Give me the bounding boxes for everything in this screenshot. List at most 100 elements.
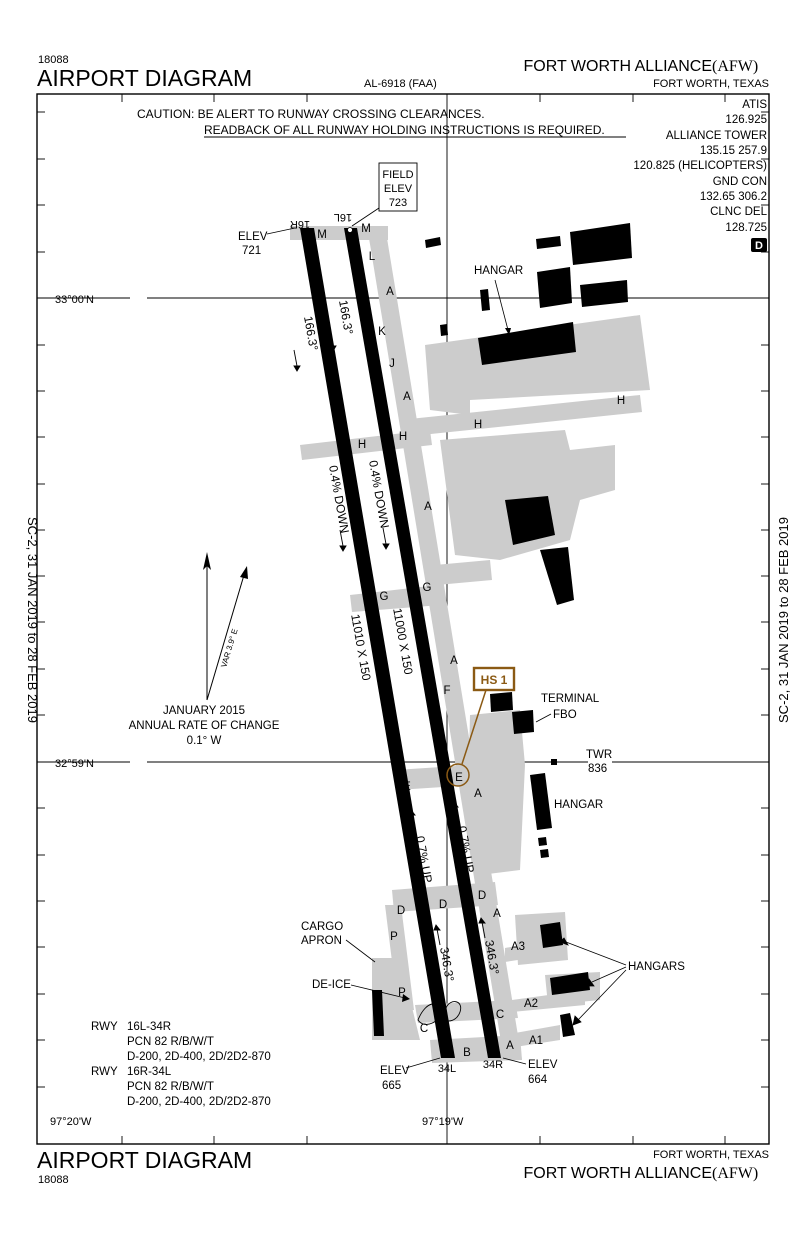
rwy-heading-east-south: 346.3°: [482, 939, 502, 976]
taxiway-label-d3: D: [439, 899, 447, 911]
grid-labels: 33°00'N 32°59'N 97°20'W 97°19'W: [50, 294, 464, 1128]
label-cargo: CARGO: [301, 921, 343, 933]
runway-end-16l: 16L: [334, 211, 352, 223]
label-apron: APRON: [301, 935, 342, 947]
label-fbo: FBO: [553, 709, 577, 721]
lon-97-20: 97°20'W: [50, 1116, 92, 1128]
runway-data-table: RWY 16L-34R PCN 82 R/B/W/T D-200, 2D-400…: [91, 1021, 271, 1108]
taxiway-p: [385, 905, 414, 1010]
runway-16l-34r: [344, 228, 501, 1058]
taxiway-label-a2: A: [403, 391, 411, 403]
taxiway-label-l: L: [369, 251, 376, 263]
taxiway-label-d1: D: [478, 890, 486, 902]
taxiway-label-e2: E: [455, 772, 463, 784]
magvar-rate-value: 0.1° W: [187, 735, 222, 747]
hangar-a3: [540, 922, 563, 948]
direction-arrows: [293, 329, 486, 946]
hotspot-circle: [446, 763, 470, 787]
field-elev-marker: [347, 227, 353, 233]
label-hangars: HANGARS: [628, 961, 685, 973]
freq-tower-value: 135.15 257.9: [700, 145, 767, 157]
label-hangar-north: HANGAR: [474, 265, 523, 277]
magvar-date: JANUARY 2015: [163, 705, 245, 717]
building-ne-2: [536, 236, 561, 249]
taxiway-label-e1: E: [403, 781, 411, 793]
field-elev-line-1: FIELD: [382, 169, 413, 181]
taxiway-label-k: K: [378, 326, 386, 338]
elev-34l-value: 665: [382, 1080, 401, 1092]
footer-airport-id: (AFW): [712, 1165, 758, 1182]
rwy-heading-west-north: 166.3°: [301, 315, 321, 352]
magvar-rate-label: ANNUAL RATE OF CHANGE: [129, 720, 280, 732]
taxiway-label-a3: A: [424, 501, 432, 513]
freq-helicopters: 120.825 (HELICOPTERS): [633, 160, 767, 172]
airport-city: FORT WORTH, TEXAS: [653, 78, 769, 90]
fbo-building: [512, 710, 534, 734]
airport-name: FORT WORTH ALLIANCE: [524, 58, 712, 75]
freq-atis: ATIS: [742, 99, 767, 111]
building-mid-2: [540, 547, 574, 605]
runway-end-34l: 34L: [438, 1063, 456, 1075]
rwy1-prefix: RWY: [91, 1021, 118, 1033]
hotspot-hs1: HS 1: [446, 666, 516, 787]
taxiway-label-c2: C: [420, 1023, 428, 1035]
rwy-heading-west-south: 346.3°: [437, 946, 457, 983]
elev-34r-value: 664: [528, 1074, 548, 1086]
rwy1-pcn: PCN 82 R/B/W/T: [127, 1036, 214, 1048]
freq-gnd-con: GND CON: [713, 176, 767, 188]
freq-clnc-del: CLNC DEL: [710, 206, 767, 218]
d-symbol-box: [751, 238, 767, 252]
footer-city: FORT WORTH, TEXAS: [653, 1149, 769, 1161]
rwy1-name: 16L-34R: [127, 1021, 171, 1033]
label-terminal: TERMINAL: [541, 693, 600, 705]
taxilane-a1: [515, 1025, 560, 1047]
apron-connector-g: [435, 560, 492, 585]
taxiway-h-east: [400, 395, 642, 437]
taxiway-label-d2: D: [397, 905, 405, 917]
taxiway-label-h2: H: [399, 431, 407, 443]
hangar-a2: [550, 972, 590, 995]
taxiway-label-g1: G: [380, 591, 389, 603]
runways: [300, 228, 501, 1058]
cargo-building: [372, 990, 384, 1036]
taxiway-label-a6: A: [493, 908, 501, 920]
freq-gnd-value: 132.65 306.2: [700, 191, 767, 203]
elev-16r-label: ELEV: [238, 231, 268, 243]
taxiway-label-a4: A: [450, 655, 458, 667]
chart-footer: AIRPORT DIAGRAM 18088 FORT WORTH, TEXAS …: [37, 1147, 769, 1186]
taxiway-label-h4: H: [617, 395, 625, 407]
taxiway-label-ta3: A3: [511, 941, 525, 953]
hotspot-box: [472, 666, 516, 692]
rwy2-weights: D-200, 2D-400, 2D/2D2-870: [127, 1096, 271, 1108]
label-twr-elev: 836: [588, 763, 607, 775]
runway-elevations: ELEV 721 ELEV 665 ELEV 664: [238, 227, 558, 1092]
footer-title: AIRPORT DIAGRAM: [37, 1147, 252, 1173]
rwy1-weights: D-200, 2D-400, 2D/2D2-870: [127, 1051, 271, 1063]
taxiway-h-crossing: [300, 430, 432, 460]
d-symbol: D: [755, 240, 763, 252]
deice-loop-symbol: [417, 1001, 462, 1025]
caution-line-2: READBACK OF ALL RUNWAY HOLDING INSTRUCTI…: [204, 123, 605, 137]
hangar-a1: [560, 1013, 575, 1037]
elev-34l-label: ELEV: [380, 1065, 410, 1077]
middle-apron: [440, 430, 615, 560]
freq-clnc-value: 128.725: [725, 222, 767, 234]
procedure-number: AL-6918 (FAA): [364, 78, 437, 90]
taxiway-label-f: F: [443, 685, 450, 697]
label-hangar-east: HANGAR: [554, 799, 603, 811]
taxiway-label-m1: M: [317, 229, 327, 241]
runway-end-34r: 34R: [483, 1059, 503, 1071]
lon-97-19: 97°19'W: [422, 1116, 464, 1128]
runway-16r-34l: [300, 228, 455, 1058]
building-ne-4: [580, 280, 628, 307]
taxiway-label-h1: H: [358, 439, 366, 451]
taxiway-label-m2: M: [361, 223, 371, 235]
hangar-north: [478, 322, 576, 365]
building-ne-3: [537, 267, 572, 308]
lat-32-59: 32°59'N: [55, 758, 94, 770]
diagram-frame: [36, 93, 770, 1145]
rwy2-prefix: RWY: [91, 1066, 118, 1078]
label-twr: TWR: [586, 749, 612, 761]
building-nw: [425, 237, 441, 248]
